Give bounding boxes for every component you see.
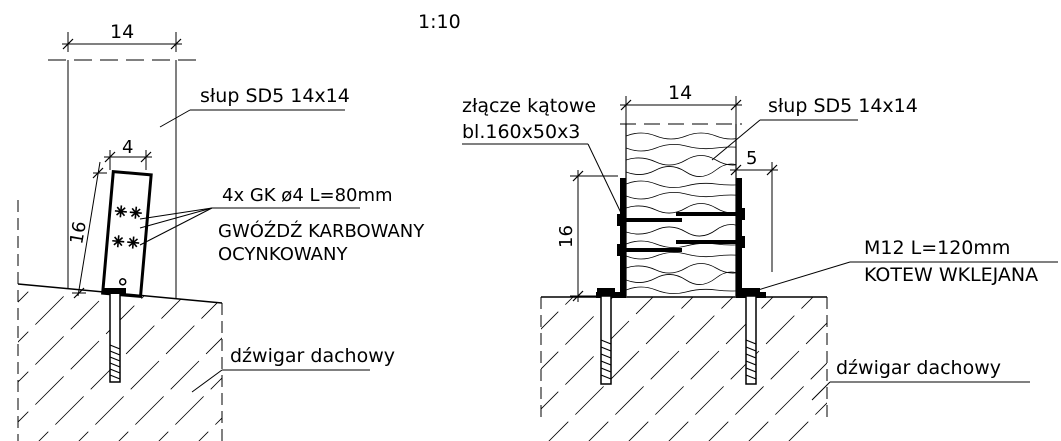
right-post-width-text: 14 bbox=[668, 82, 692, 104]
post-label: słup SD5 14x14 bbox=[200, 85, 350, 107]
nail-icon bbox=[114, 205, 127, 218]
right-beam-label: dźwigar dachowy bbox=[836, 357, 1001, 379]
side-dimension: 5 bbox=[730, 148, 778, 272]
right-roof-beam bbox=[540, 288, 828, 441]
bracket-label-1: złącze kątowe bbox=[462, 95, 596, 117]
nail-leader bbox=[139, 207, 213, 220]
through-bolts bbox=[617, 208, 745, 256]
nail-icon bbox=[127, 236, 140, 249]
anchor-spec: M12 L=120mm bbox=[864, 237, 1010, 259]
plate-width-dimension: 4 bbox=[104, 137, 152, 170]
nail-leader bbox=[139, 207, 213, 229]
bracket-label-2: bl.160x50x3 bbox=[462, 121, 580, 143]
nail-leader bbox=[139, 207, 213, 246]
right-beam-leader bbox=[811, 381, 831, 401]
post-label-leader bbox=[159, 109, 191, 128]
left-beam-leader bbox=[191, 369, 223, 393]
angle-bracket-left bbox=[596, 178, 626, 298]
steel-plate bbox=[101, 169, 153, 299]
left-detail: 14 słup SD5 14x14 4 bbox=[17, 21, 425, 441]
right-detail: złącze kątowe bl.160x50x3 14 bbox=[462, 82, 1058, 441]
post-width-text: 14 bbox=[110, 21, 134, 43]
left-beam-label: dźwigar dachowy bbox=[230, 345, 395, 367]
anchor-description: KOTEW WKLEJANA bbox=[864, 264, 1038, 286]
nail-spec: 4x GK ø4 L=80mm bbox=[222, 185, 393, 206]
nail-icon bbox=[112, 235, 125, 248]
plate-width-text: 4 bbox=[122, 137, 133, 158]
scale-label: 1:10 bbox=[418, 11, 461, 33]
nail-icon bbox=[129, 206, 142, 219]
post-width-dimension: 14 bbox=[62, 21, 182, 52]
nail-description-2: OCYNKOWANY bbox=[218, 244, 348, 265]
angle-bracket-right bbox=[736, 178, 766, 298]
right-height-text: 16 bbox=[556, 225, 577, 248]
left-height-text: 16 bbox=[66, 220, 91, 246]
right-post-label: słup SD5 14x14 bbox=[768, 95, 918, 117]
left-height-dimension: 16 bbox=[66, 161, 107, 299]
wooden-post bbox=[625, 124, 737, 296]
right-height-dimension: 16 bbox=[556, 170, 618, 302]
anchor-leader bbox=[757, 261, 851, 291]
side-dimension-text: 5 bbox=[746, 148, 757, 169]
nail-description-1: GWÓŹDŹ KARBOWANY bbox=[218, 220, 425, 242]
right-post-label-leader bbox=[711, 119, 761, 161]
right-post-width-dimension: 14 bbox=[620, 82, 742, 124]
bracket-leader bbox=[587, 143, 623, 216]
